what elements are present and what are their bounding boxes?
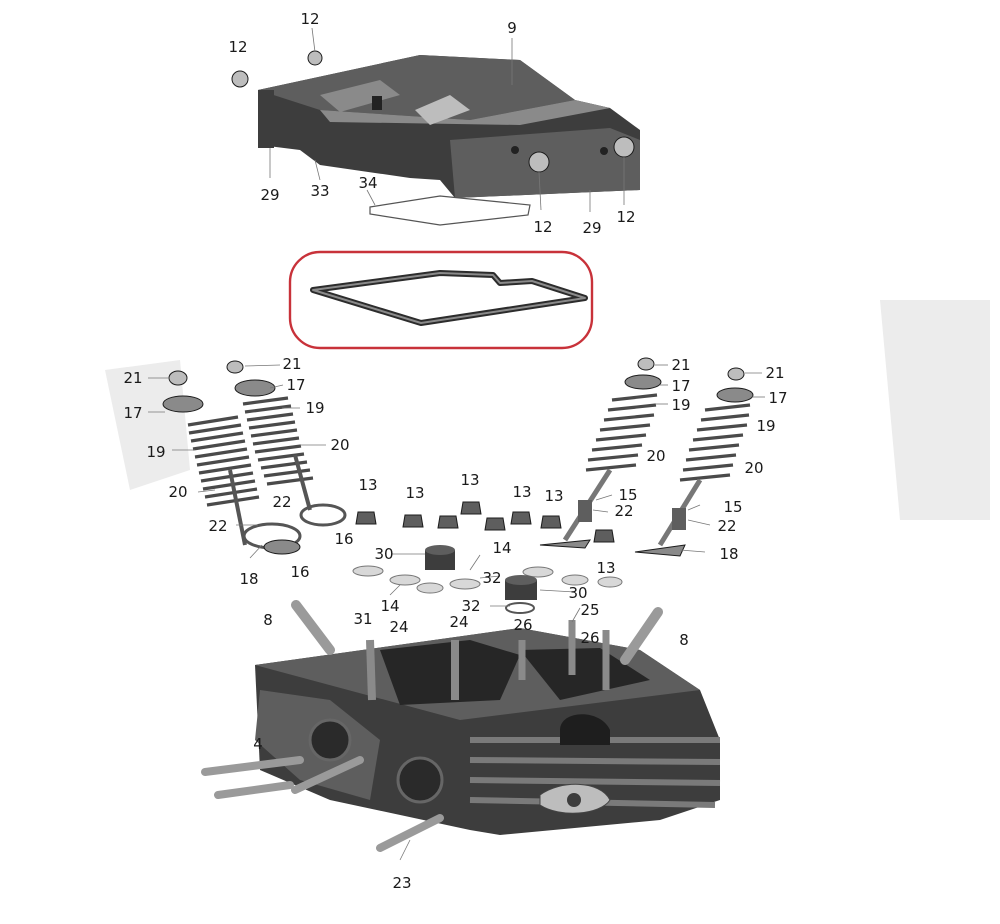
callout-intake-seat-left: 16 <box>290 563 309 581</box>
callout-breather-gasket: 34 <box>358 174 377 192</box>
callout-washer-right: 14 <box>492 539 511 557</box>
callout-exhaust-retainer-left: 17 <box>671 377 690 395</box>
callout-intake-retainer-mid: 17 <box>286 376 305 394</box>
cover-bolt-front-left <box>528 151 550 173</box>
callout-stud-24-mid: 24 <box>449 613 468 631</box>
cover-bolt-top-left <box>231 70 249 88</box>
callout-nut-6: 13 <box>596 559 615 577</box>
callout-labels: 12 12 9 29 33 34 12 29 12 21 21 17 17 19… <box>123 10 787 892</box>
callout-exhaust-keeper-left: 21 <box>671 356 690 374</box>
callout-cylinder-head-cover: 9 <box>507 19 517 37</box>
callout-spark-plug-left: 8 <box>263 611 273 629</box>
callout-exhaust-valve-right: 18 <box>719 545 738 563</box>
callout-nut-4: 13 <box>512 483 531 501</box>
callout-plug-right: 30 <box>568 584 587 602</box>
callout-intake-keeper-left: 21 <box>123 369 142 387</box>
callout-cover-left-part: 33 <box>310 182 329 200</box>
callout-cover-right-bracket: 29 <box>582 219 601 237</box>
callout-stud-25: 25 <box>580 601 599 619</box>
callout-intake-keeper-mid: 21 <box>282 355 301 373</box>
cylinder-head-cover <box>258 55 640 198</box>
callout-intake-retainer-left: 17 <box>123 404 142 422</box>
highlight-ellipse <box>288 250 594 350</box>
callout-exhaust-stud-4: 4 <box>253 735 263 753</box>
callout-nut-1: 13 <box>358 476 377 494</box>
callout-exhaust-seal-left: 22 <box>614 502 633 520</box>
callout-intake-seal-left: 22 <box>208 517 227 535</box>
callout-intake-seal-mid: 22 <box>272 493 291 511</box>
callout-exhaust-outer-spring-left: 19 <box>671 396 690 414</box>
callout-cover-top-bolt: 12 <box>300 10 319 28</box>
cover-bolt-front-right <box>613 136 635 158</box>
callout-intake-outer-spring-mid: 19 <box>305 399 324 417</box>
callout-stud-24-left: 24 <box>389 618 408 636</box>
callout-intake-inner-spring-mid: 20 <box>330 436 349 454</box>
callout-cover-top-left-bolt: 12 <box>228 38 247 56</box>
leader-lines <box>148 27 765 861</box>
callout-intake-valve-left: 18 <box>239 570 258 588</box>
callout-exhaust-keeper-right: 21 <box>765 364 784 382</box>
plug-set <box>425 545 537 600</box>
callout-exhaust-seal-right: 22 <box>717 517 736 535</box>
callout-washer-left: 14 <box>380 597 399 615</box>
callout-spark-plug-right: 8 <box>679 631 689 649</box>
callout-intake-outer-spring-left: 19 <box>146 443 165 461</box>
callout-oring-upper: 32 <box>482 569 501 587</box>
callout-nut-3: 13 <box>460 471 479 489</box>
callout-exhaust-outer-spring-right: 19 <box>756 417 775 435</box>
exhaust-valve-assembly-right <box>634 367 754 557</box>
intake-valve-assembly-left <box>162 370 302 555</box>
callout-intake-seat-mid: 16 <box>334 530 353 548</box>
callout-intake-inner-spring-left: 20 <box>168 483 187 501</box>
breather-gasket <box>369 195 531 226</box>
callout-cover-front-bolt-right: 12 <box>616 208 635 226</box>
cover-left-bracket <box>258 90 274 148</box>
nut-set <box>355 501 615 543</box>
callout-stud-26-right: 26 <box>580 629 599 647</box>
background-shadow-left <box>105 360 190 490</box>
callout-oring-lower: 32 <box>461 597 480 615</box>
exhaust-valve-assembly-left <box>539 357 662 549</box>
cover-bolt-top <box>307 50 323 66</box>
callout-exhaust-inner-spring-right: 20 <box>744 459 763 477</box>
cylinder-head <box>255 628 721 835</box>
callout-nut-2: 13 <box>405 484 424 502</box>
washer-set <box>352 565 623 614</box>
callout-dowel-31: 31 <box>353 610 372 628</box>
callout-exhaust-retainer-right: 17 <box>768 389 787 407</box>
cover-gasket-highlighted <box>310 270 588 326</box>
stud-set <box>201 600 663 852</box>
callout-cover-front-bolt-left: 12 <box>533 218 552 236</box>
callout-nut-5: 13 <box>544 487 563 505</box>
callout-exhaust-guide-left: 15 <box>618 486 637 504</box>
callout-stud-26-left: 26 <box>513 616 532 634</box>
callout-exhaust-inner-spring-left: 20 <box>646 447 665 465</box>
callout-exhaust-guide-right: 15 <box>723 498 742 516</box>
background-shadow-right <box>880 300 990 520</box>
callout-cover-left-bracket: 29 <box>260 186 279 204</box>
intake-valve-assembly-mid <box>226 360 347 527</box>
callout-plug-left: 30 <box>374 545 393 563</box>
callout-intake-stud-23: 23 <box>392 874 411 892</box>
